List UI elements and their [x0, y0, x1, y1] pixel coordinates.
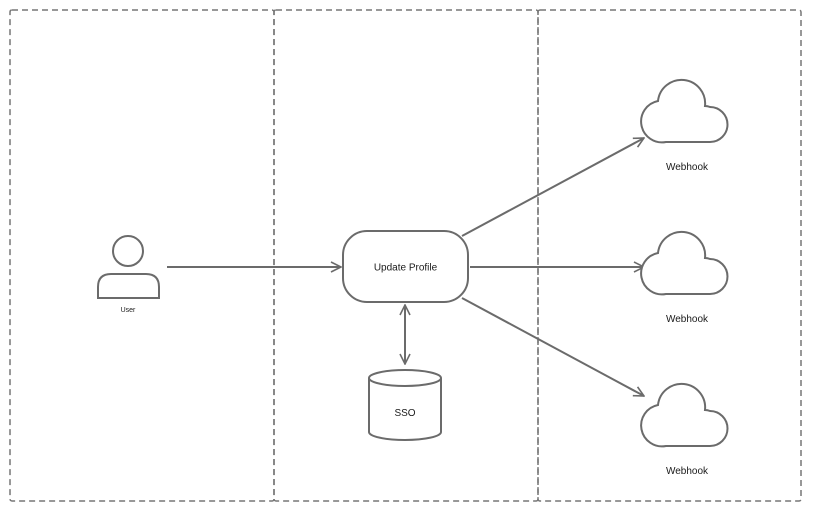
webhook-label-1: Webhook [666, 162, 709, 173]
cloud-icon [640, 78, 729, 144]
edge-update-profile-to-webhook-3 [461, 297, 644, 397]
update-profile-label: Update Profile [374, 263, 438, 274]
user-node[interactable]: User [97, 235, 160, 314]
webhook-node-3[interactable]: Webhook [640, 382, 729, 477]
webhook-label-2: Webhook [666, 314, 709, 325]
webhook-node-1[interactable]: Webhook [640, 78, 729, 173]
database-icon [368, 369, 442, 441]
cloud-icon [640, 230, 729, 296]
update-profile-box [342, 230, 469, 303]
sso-node[interactable]: SSO [368, 369, 442, 441]
swimlanes [9, 9, 802, 502]
lane-service [273, 9, 539, 502]
sso-label: SSO [394, 408, 415, 419]
edges [167, 137, 644, 397]
webhook-node-2[interactable]: Webhook [640, 230, 729, 325]
edge-update-profile-to-webhook-1 [461, 137, 644, 237]
user-icon [97, 235, 160, 299]
lane-integrations [537, 9, 802, 502]
cloud-icon [640, 382, 729, 448]
lane-actor [9, 9, 275, 502]
user-label: User [121, 307, 136, 314]
update-profile-node[interactable]: Update Profile [342, 230, 469, 303]
webhook-label-3: Webhook [666, 466, 709, 477]
